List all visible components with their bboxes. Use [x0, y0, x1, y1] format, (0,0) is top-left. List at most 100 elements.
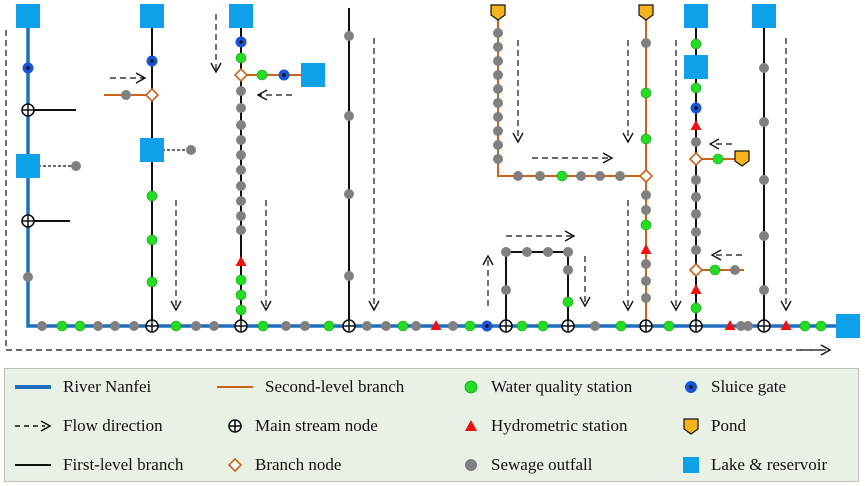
lake-reservoir — [684, 55, 708, 79]
sewage-outfall — [493, 112, 503, 122]
sluice-gate-center — [282, 73, 286, 77]
branch-node — [638, 168, 654, 184]
hydrometric-station — [690, 120, 702, 130]
sewage-outfall-icon — [465, 459, 477, 471]
legend-item-main-node: Main stream node — [225, 414, 378, 438]
sewage-outfall — [691, 192, 701, 202]
flow-direction-arrowhead — [708, 138, 720, 150]
lake-reservoir — [16, 4, 40, 28]
sewage-outfall — [641, 190, 651, 200]
sewage-outfall — [236, 211, 246, 221]
water-quality-station — [640, 219, 652, 231]
branch-node — [688, 262, 704, 278]
water-quality-station — [74, 320, 86, 332]
hydro-station-icon — [465, 420, 477, 431]
sewage-outfall — [236, 225, 246, 235]
sewage-outfall — [522, 247, 532, 257]
sewage-outfall — [641, 38, 651, 48]
flow-direction-arrowhead — [260, 300, 272, 312]
flow-direction-arrowhead — [820, 344, 832, 356]
sewage-outfall — [93, 321, 103, 331]
water-quality-station — [615, 320, 627, 332]
sewage-outfall — [281, 321, 291, 331]
water-quality-station — [640, 87, 652, 99]
sewage-outfall — [236, 181, 246, 191]
sewage-outfall — [344, 271, 354, 281]
hydrometric-station — [690, 284, 702, 294]
sewage-outfall — [759, 63, 769, 73]
hydrometric-station — [235, 256, 247, 266]
branch-node — [688, 151, 704, 167]
sewage-outfall — [236, 150, 246, 160]
main-node-icon — [228, 419, 242, 433]
legend-label-hydro-station: Hydrometric station — [491, 416, 628, 435]
pond — [490, 4, 506, 21]
water-quality-station — [146, 234, 158, 246]
lake-reservoir — [16, 154, 40, 178]
second-level-branch — [497, 16, 646, 177]
sewage-outfall — [121, 90, 131, 100]
sewage-outfall — [411, 321, 421, 331]
legend-item-lake: Lake & reservoir — [681, 453, 827, 477]
legend-item-hydro-station: Hydrometric station — [461, 414, 627, 438]
sewage-outfall — [576, 171, 586, 181]
water-quality-station — [690, 302, 702, 314]
sewage-outfall — [381, 321, 391, 331]
sewage-outfall — [691, 245, 701, 255]
sewage-outfall — [691, 209, 701, 219]
water-quality-station — [256, 69, 268, 81]
water-quality-station — [56, 320, 68, 332]
sewage-outfall — [493, 70, 503, 80]
lake-reservoir — [836, 314, 860, 338]
flow-direction-outer — [5, 30, 822, 351]
sewage-outfall — [344, 189, 354, 199]
sewage-outfall — [236, 103, 246, 113]
second-branch-line-icon — [217, 386, 253, 388]
sewage-outfall — [691, 137, 701, 147]
sewage-outfall — [535, 171, 545, 181]
legend-item-sluice: Sluice gate — [681, 375, 786, 399]
lake-reservoir — [140, 4, 164, 28]
sewage-outfall — [513, 171, 523, 181]
legend-item-sewage: Sewage outfall — [461, 453, 593, 477]
first-branch-line-icon — [15, 464, 51, 466]
sewage-outfall — [493, 84, 503, 94]
hydrometric-station — [780, 320, 792, 330]
water-quality-station — [815, 320, 827, 332]
legend-label-flow: Flow direction — [63, 416, 163, 435]
sewage-outfall — [493, 140, 503, 150]
legend-item-first-branch: First-level branch — [13, 453, 183, 477]
water-quality-station — [235, 274, 247, 286]
lake-reservoir — [301, 63, 325, 87]
flow-direction-arrowhead — [256, 89, 268, 101]
water-quality-station — [397, 320, 409, 332]
sewage-outfall — [641, 276, 651, 286]
legend-label-pond: Pond — [711, 416, 746, 435]
sewage-outfall — [493, 98, 503, 108]
lake-reservoir — [229, 4, 253, 28]
flow-direction-arrowhead — [622, 300, 634, 312]
water-quality-station — [516, 320, 528, 332]
legend-label-lake: Lake & reservoir — [711, 455, 828, 474]
legend-label-main-node: Main stream node — [255, 416, 378, 435]
water-quality-station — [556, 170, 568, 182]
flow-direction-arrowhead — [512, 132, 524, 144]
sewage-outfall — [362, 321, 372, 331]
river-line-icon — [15, 385, 51, 389]
legend-item-river: River Nanfei — [13, 375, 151, 399]
water-quality-station — [235, 304, 247, 316]
flow-arrow-icon — [15, 420, 52, 432]
legend: River Nanfei Flow direction First-level … — [4, 368, 859, 482]
branch-node — [144, 87, 160, 103]
legend-item-pond: Pond — [681, 414, 746, 438]
sewage-outfall — [641, 205, 651, 215]
branch-node-icon — [227, 457, 243, 473]
legend-label-branch-node: Branch node — [255, 455, 342, 474]
sewage-outfall — [209, 321, 219, 331]
sewage-outfall — [501, 285, 511, 295]
flow-direction-arrowhead — [602, 152, 614, 164]
lake-reservoir — [752, 4, 776, 28]
sewage-outfall — [129, 321, 139, 331]
hydrometric-station — [640, 244, 652, 254]
legend-label-river: River Nanfei — [63, 377, 152, 396]
